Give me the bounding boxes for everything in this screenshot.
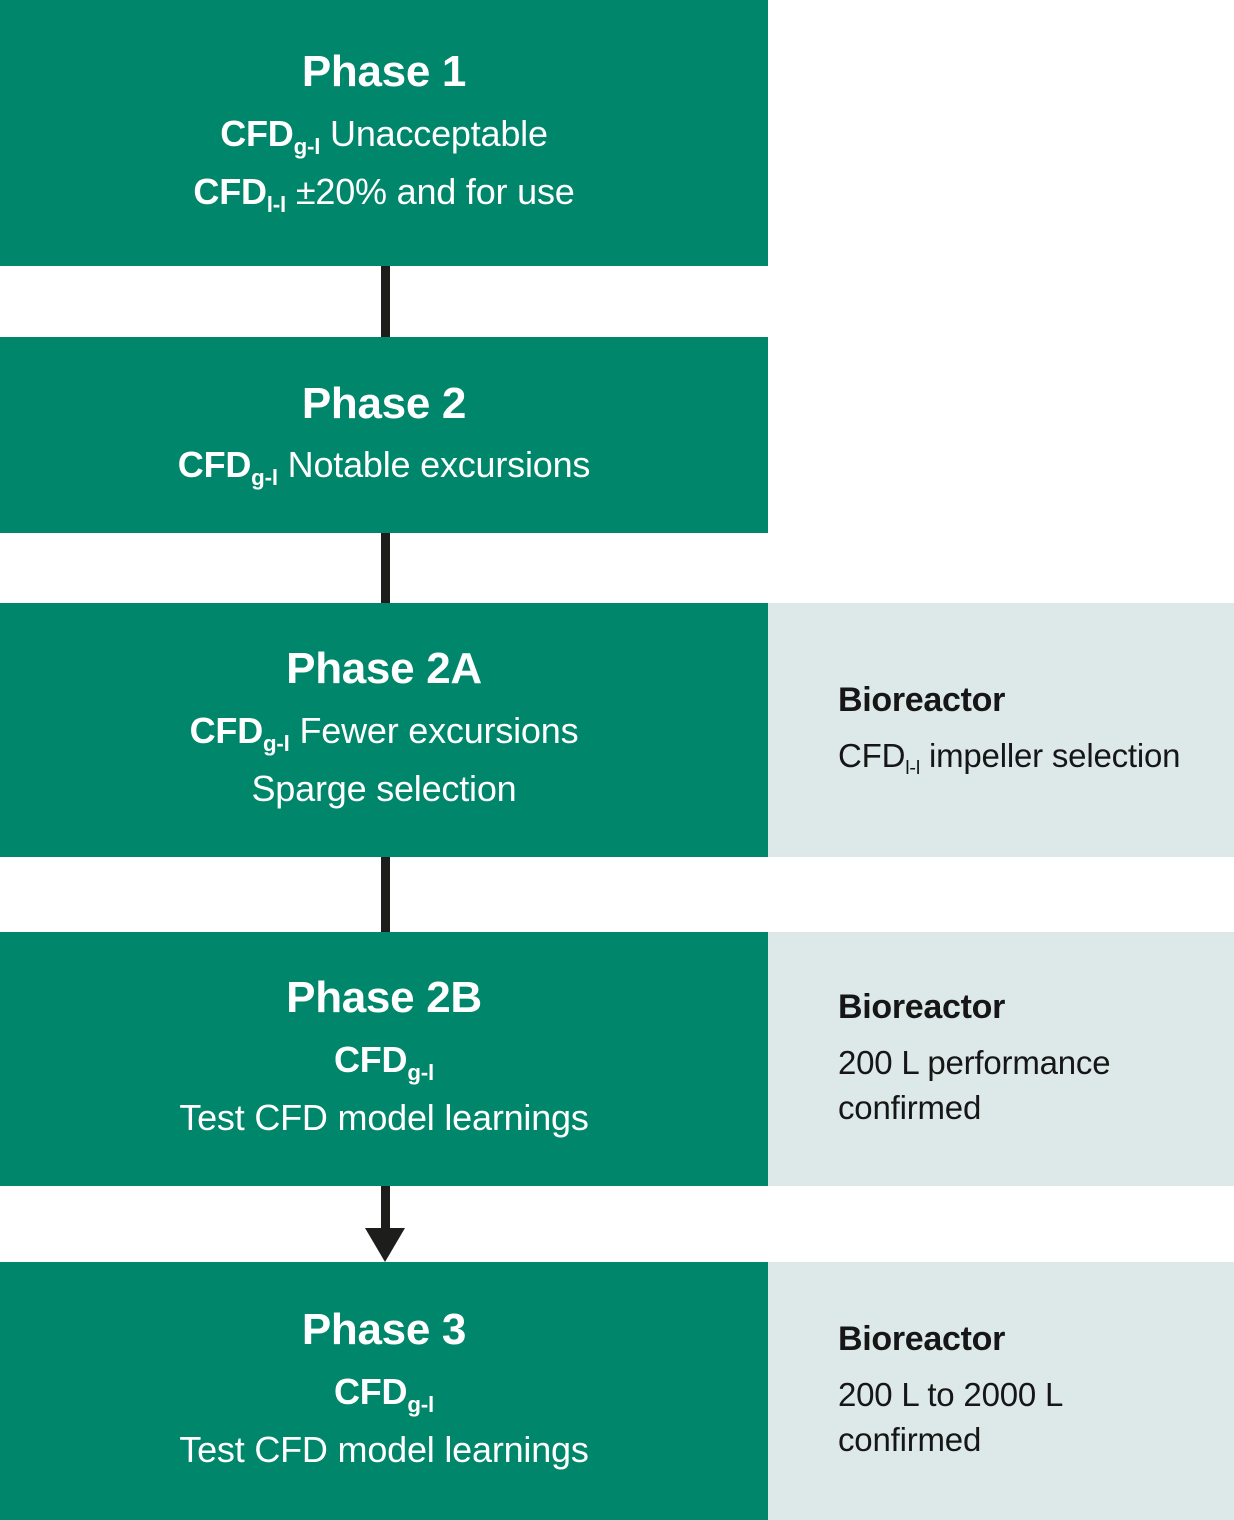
side-panel-title: Bioreactor xyxy=(838,681,1006,720)
side-panel-text: 200 L to 2000 L confirmed xyxy=(838,1373,1204,1461)
phase-box-phase-2b[interactable]: Phase 2B CFDg-l Test CFD model learnings xyxy=(0,932,768,1186)
phase-title: Phase 2A xyxy=(286,644,482,694)
phase-detail-line: CFDg-l Notable excursions xyxy=(177,442,591,490)
phase-box-phase-2[interactable]: Phase 2 CFDg-l Notable excursions xyxy=(0,337,768,533)
phase-detail-line: Test CFD model learnings xyxy=(179,1427,589,1473)
phase-detail-text: ±20% and for use xyxy=(286,171,575,213)
phase-detail-line: CFDg-l xyxy=(334,1369,434,1415)
cfd-label: CFD xyxy=(189,710,264,752)
phase-row-phase-2a: Phase 2A CFDg-l Fewer excursions Sparge … xyxy=(0,603,1234,857)
cfd-subscript: g-l xyxy=(251,464,278,490)
side-panel-empty xyxy=(768,337,1234,533)
side-panel-bioreactor-phase-2b[interactable]: Bioreactor 200 L performance confirmed xyxy=(768,932,1234,1186)
cfd-label: CFD xyxy=(177,444,252,486)
phase-box-phase-2a[interactable]: Phase 2A CFDg-l Fewer excursions Sparge … xyxy=(0,603,768,857)
side-panel-text: CFDl-l impeller selection xyxy=(838,734,1204,778)
phase-box-phase-3[interactable]: Phase 3 CFDg-l Test CFD model learnings xyxy=(0,1262,768,1520)
phase-detail-line: CFDg-l Fewer excursions xyxy=(190,708,579,754)
connector-line-phase2-phase2a xyxy=(381,533,390,603)
cfd-subscript: g-l xyxy=(407,1059,435,1085)
phase-title: Phase 2B xyxy=(286,973,482,1023)
phase-detail-text: Test CFD model learnings xyxy=(179,1429,589,1471)
phase-detail-text: Unacceptable xyxy=(320,113,548,155)
phase-detail-line: CFDg-l Unacceptable xyxy=(220,111,548,157)
phase-title: Phase 2 xyxy=(301,378,467,428)
phase-detail-text: Test CFD model learnings xyxy=(179,1097,589,1139)
cfd-label: CFD xyxy=(333,1371,408,1413)
phase-detail-text: Fewer excursions xyxy=(289,710,579,752)
side-panel-empty xyxy=(768,0,1234,266)
phase-row-phase-2b: Phase 2B CFDg-l Test CFD model learnings… xyxy=(0,932,1234,1186)
phase-row-phase-2: Phase 2 CFDg-l Notable excursions xyxy=(0,337,1234,533)
cfd-subscript: g-l xyxy=(293,133,321,159)
side-panel-detail: 200 L performance confirmed xyxy=(838,1044,1111,1126)
phase-detail-line: CFDg-l xyxy=(334,1037,434,1083)
cfd-label: CFD xyxy=(220,113,294,155)
connector-line-phase2a-phase2b xyxy=(381,857,390,932)
phase-detail-line: Test CFD model learnings xyxy=(179,1095,589,1141)
phase-row-phase-1: Phase 1 CFDg-l Unacceptable CFDl-l ±20% … xyxy=(0,0,1234,266)
cfd-subscript: l-l xyxy=(905,756,921,779)
phase-detail-line: Sparge selection xyxy=(252,766,517,812)
cfd-subscript: g-l xyxy=(263,730,290,756)
arrow-head-icon xyxy=(365,1228,405,1262)
cfd-label: CFD xyxy=(333,1039,408,1081)
side-panel-bioreactor-phase-3[interactable]: Bioreactor 200 L to 2000 L confirmed xyxy=(768,1262,1234,1520)
side-panel-detail: 200 L to 2000 L confirmed xyxy=(838,1376,1062,1458)
phase-detail-text: Sparge selection xyxy=(251,768,517,810)
cfd-label: CFD xyxy=(193,171,267,213)
side-panel-title: Bioreactor xyxy=(838,988,1006,1027)
phase-box-phase-1[interactable]: Phase 1 CFDg-l Unacceptable CFDl-l ±20% … xyxy=(0,0,768,266)
side-panel-text: 200 L performance confirmed xyxy=(838,1041,1204,1129)
arrow-shaft xyxy=(381,1186,390,1230)
phase-detail-line: CFDl-l ±20% and for use xyxy=(193,169,574,215)
connector-line-phase1-phase2 xyxy=(381,266,390,337)
phase-title: Phase 1 xyxy=(301,47,467,97)
side-panel-bioreactor-phase-2a[interactable]: Bioreactor CFDl-l impeller selection xyxy=(768,603,1234,857)
cfd-label: CFD xyxy=(838,737,906,775)
cfd-subscript: l-l xyxy=(266,191,287,217)
phase-title: Phase 3 xyxy=(301,1305,467,1355)
side-panel-detail: impeller selection xyxy=(920,737,1181,775)
side-panel-title: Bioreactor xyxy=(838,1320,1006,1359)
phase-row-phase-3: Phase 3 CFDg-l Test CFD model learnings … xyxy=(0,1262,1234,1520)
cfd-subscript: g-l xyxy=(407,1391,435,1417)
connector-arrow-phase2b-phase3 xyxy=(365,1186,405,1262)
phase-detail-text: Notable excursions xyxy=(277,444,591,486)
